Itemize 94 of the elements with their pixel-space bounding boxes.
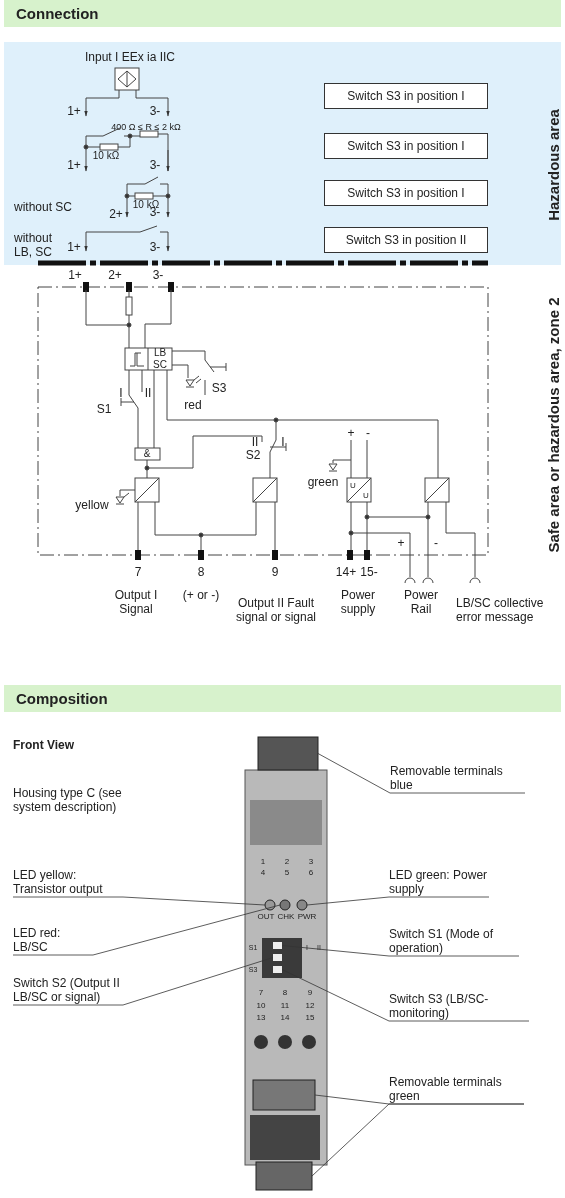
converter-label: U <box>363 491 369 501</box>
terminal-label: 3- <box>152 268 164 282</box>
device-marking: 10 <box>256 1001 266 1011</box>
device-marking: 2 <box>284 857 290 867</box>
note: without SC <box>14 200 73 214</box>
led-label: yellow <box>75 498 109 512</box>
terminal-number: 15- <box>360 565 378 579</box>
polarity-label: - <box>366 426 370 440</box>
note-box: Switch S3 in position I <box>324 83 488 109</box>
terminal-label: 3- <box>149 104 161 118</box>
switch-label: I <box>119 386 123 400</box>
terminal-label: 1+ <box>67 158 81 172</box>
leader-line <box>12 896 266 906</box>
terminal-description: Power Rail <box>403 588 439 616</box>
led-indicator <box>296 899 308 911</box>
terminal-description: Power supply <box>339 588 377 616</box>
device-marking: 8 <box>282 988 288 998</box>
led-label: green <box>307 475 339 489</box>
terminal-block <box>257 736 319 771</box>
callout-text: LED red: LB/SC <box>13 926 93 954</box>
device-marking: 9 <box>307 988 313 998</box>
device-marking: 3 <box>308 857 314 867</box>
led-indicator <box>279 899 291 911</box>
callout-text: Switch S3 (LB/SC-monitoring) <box>389 992 529 1020</box>
led-indicator <box>264 899 276 911</box>
note: Housing type C (see system description) <box>13 786 123 814</box>
device-marking: 13 <box>256 1013 266 1023</box>
switch-label: II <box>251 435 259 449</box>
terminal-block <box>252 1079 316 1111</box>
device-marking: PWR <box>297 912 317 922</box>
leader-line <box>12 904 281 956</box>
polarity-label: + <box>397 536 405 550</box>
leader-line <box>317 753 526 794</box>
terminal-description: Output I Signal <box>113 588 159 616</box>
device-marking: 6 <box>308 868 314 878</box>
resistor-value: 400 Ω ≤ R ≤ 2 kΩ <box>111 121 181 133</box>
device-marking: 12 <box>305 1001 315 1011</box>
leader-line <box>306 896 490 906</box>
device-marking: 4 <box>260 868 266 878</box>
terminal-label: 1+ <box>68 268 82 282</box>
terminal-label: 1+ <box>67 240 81 254</box>
switch-label: S2 <box>245 448 261 462</box>
sensor-label: Input I EEx ia IIC <box>85 50 175 64</box>
terminal-description: LB/SC collective error message <box>456 596 545 624</box>
gate-label: & <box>143 448 151 460</box>
callout-text: Removable terminals blue <box>390 764 525 792</box>
switch-label: II <box>144 386 152 400</box>
terminal-label: 3- <box>149 240 161 254</box>
terminal-number: 9 <box>271 565 279 579</box>
device-marking: 14 <box>280 1013 290 1023</box>
callout-text: Switch S2 (Output II LB/SC or signal) <box>13 976 123 1004</box>
device-marking: 15 <box>305 1013 315 1023</box>
terminal-label: 2+ <box>109 207 123 221</box>
callout-text: LED green: Power supply <box>389 868 489 896</box>
callout-text: LED yellow: Transistor output <box>13 868 123 896</box>
converter-label: U <box>350 481 356 491</box>
terminal-number: 14+ <box>335 565 357 579</box>
switch-label: S3 <box>211 381 227 395</box>
device-marking: 5 <box>284 868 290 878</box>
view-heading: Front View <box>13 738 75 752</box>
switch-label: I <box>281 435 285 449</box>
note-box: Switch S3 in position II <box>324 227 488 253</box>
polarity-label: - <box>434 536 438 550</box>
terminal-description: Output II Fault signal or signal <box>234 596 317 624</box>
callout-text: Removable terminals green <box>389 1075 524 1103</box>
dip-switch <box>273 954 282 961</box>
led-label: red <box>184 398 202 412</box>
area-label: Hazardous area <box>544 109 562 221</box>
device-marking: 1 <box>260 857 266 867</box>
switch-label: S1 <box>96 402 112 416</box>
device-marking: OUT <box>257 912 275 922</box>
terminal-label: 3- <box>149 158 161 172</box>
resistor-value: 10 kΩ <box>92 150 120 162</box>
device-marking: 11 <box>280 1001 290 1011</box>
block-label: LB SC <box>152 347 168 371</box>
callout-text: Switch S1 (Mode of operation) <box>389 927 519 955</box>
dip-switch <box>273 966 282 973</box>
terminal-label: 1+ <box>67 104 81 118</box>
terminal-number: 7 <box>134 565 142 579</box>
section-heading: Connection <box>4 0 561 27</box>
area-label: Safe area or hazardous area, zone 2 <box>544 297 562 553</box>
terminal-block <box>255 1161 313 1191</box>
device-marking: CHK <box>277 912 295 922</box>
note-box: Switch S3 in position I <box>324 133 488 159</box>
terminal-label: 2+ <box>108 268 122 282</box>
section-heading: Composition <box>4 685 561 712</box>
device-marking: 7 <box>258 988 264 998</box>
polarity-label: + <box>347 426 355 440</box>
terminal-description: (+ or -) <box>182 588 220 602</box>
terminal-number: 8 <box>197 565 205 579</box>
dip-switch <box>273 942 282 949</box>
note-box: Switch S3 in position I <box>324 180 488 206</box>
note: without LB, SC <box>14 231 54 259</box>
leader-line <box>311 1103 525 1177</box>
